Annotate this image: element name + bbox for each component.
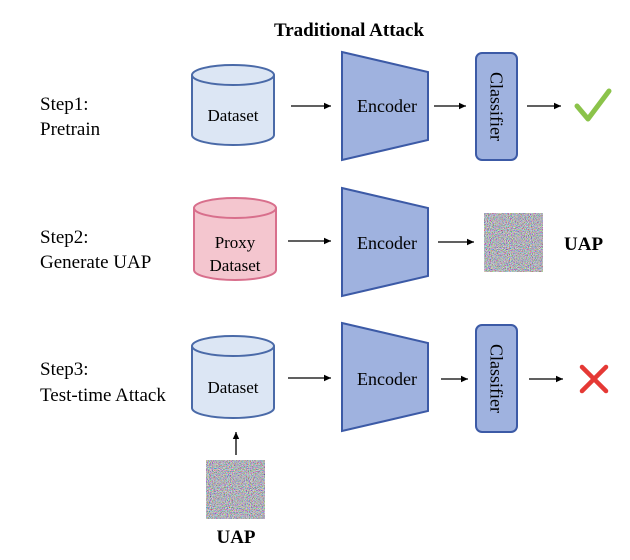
step-2-uap-label: UAP [564,234,603,255]
step-3-uap-noise-image [206,460,265,519]
step-2-dataset-label-line1: Proxy [215,233,256,252]
step-2-dataset-label-line2: Dataset [210,256,261,275]
uap-noise-image [484,213,543,272]
step-1-label-line2: Pretrain [40,119,101,140]
step-1-encoder: Encoder [341,50,429,162]
step-1-row: Step1: Pretrain Dataset Encoder Classifi… [40,50,612,162]
step-3-label-line1: Step3: [40,359,89,380]
step-2-encoder: Encoder [341,186,429,298]
step-1-encoder-label: Encoder [357,96,417,116]
step-1-classifier: Classifier [475,52,518,161]
step-2-proxy-dataset-cylinder: Proxy Dataset [193,197,277,281]
step-2-encoder-label: Encoder [357,233,417,253]
step-3-encoder-label: Encoder [357,369,417,389]
step-2-label-line2: Generate UAP [40,252,151,273]
step-1-label-line1: Step1: [40,94,89,115]
step-1-dataset-label: Dataset [208,106,259,125]
check-icon [574,88,612,122]
step-2-label-line1: Step2: [40,227,89,248]
step-2-row: Step2: Generate UAP Proxy Dataset Encode… [40,186,603,298]
step-3-uap-label: UAP [216,527,255,548]
step-3-classifier: Classifier [475,324,518,433]
diagram-title: Traditional Attack [274,20,425,41]
step-3-row: Step3: Test-time Attack Dataset Encoder … [40,321,609,548]
step-3-classifier-label: Classifier [487,344,507,413]
step-3-label-line2: Test-time Attack [40,385,166,406]
step-1-dataset-cylinder: Dataset [191,64,275,146]
step-3-dataset-label: Dataset [208,378,259,397]
cross-icon [579,364,609,394]
step-1-classifier-label: Classifier [487,72,507,141]
step-3-encoder: Encoder [341,321,429,433]
step-3-dataset-cylinder: Dataset [191,335,275,419]
